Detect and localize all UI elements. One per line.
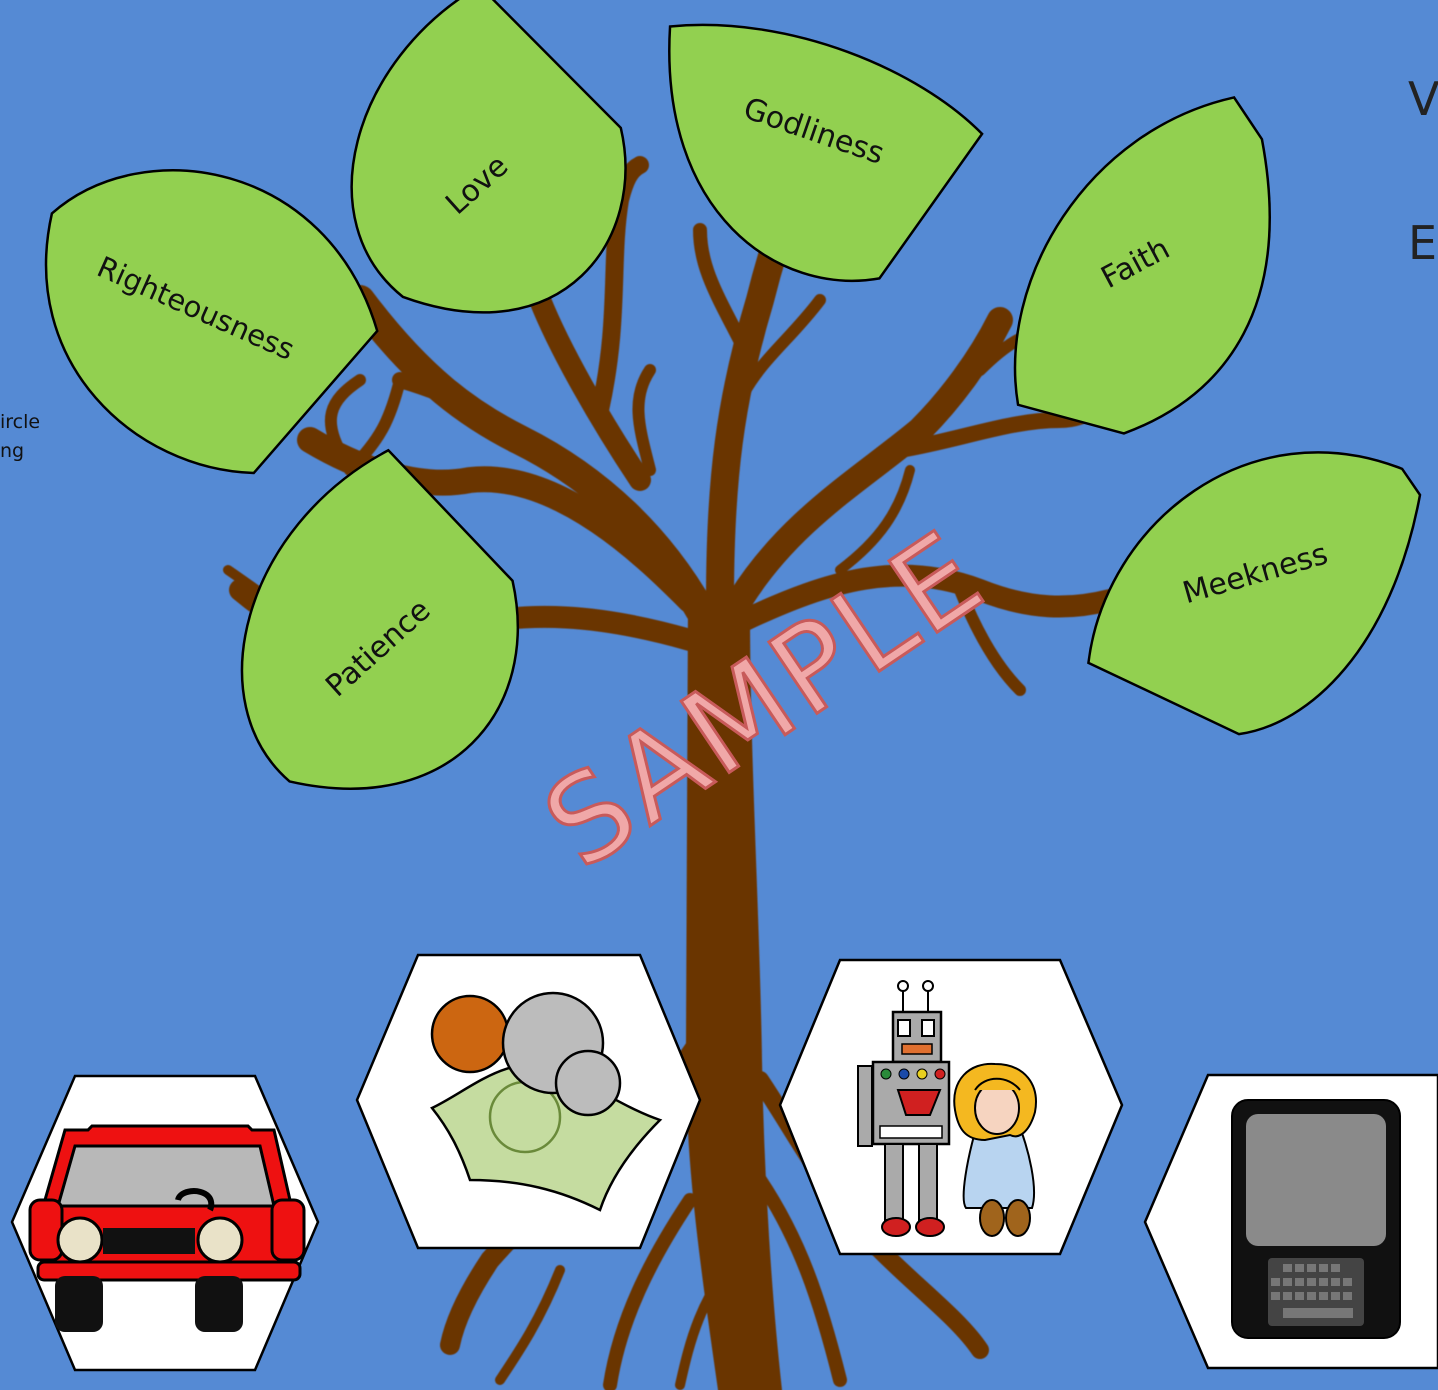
title-line-1: V: [1408, 72, 1438, 126]
leaf-righteousness: Righteousness: [45, 169, 379, 475]
title-line-2: E: [1408, 216, 1438, 270]
side-text-line-1: ircle: [0, 411, 41, 433]
leaf-love: Love: [350, 0, 627, 314]
hexagon-toys: [778, 958, 1124, 1256]
leaf-godliness: Godliness: [668, 23, 984, 282]
side-text: ircle ng: [0, 408, 40, 466]
money-coins-icon: [430, 991, 663, 1212]
toys-robot-doll-icon: [857, 980, 1037, 1237]
hexagon-car: [10, 1074, 320, 1372]
leaf-meekness: Meekness: [1087, 451, 1422, 736]
car-icon: [28, 1124, 306, 1332]
leaf-patience: Patience: [240, 448, 519, 790]
leaf-faith: Faith: [1013, 96, 1271, 435]
hexagon-tablet: [1143, 1073, 1438, 1370]
hexagon-money: [355, 953, 702, 1250]
tablet-device-icon: [1231, 1099, 1401, 1339]
side-text-line-2: ng: [0, 440, 25, 462]
